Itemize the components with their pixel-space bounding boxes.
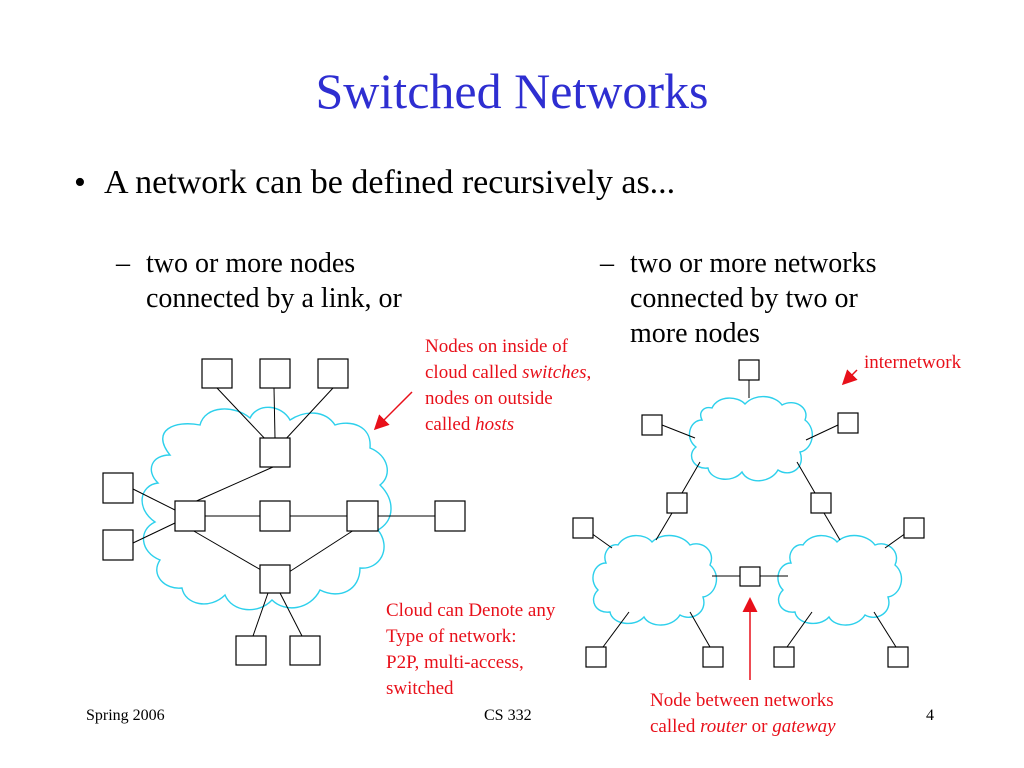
switch-node (259, 437, 291, 468)
note-line: nodes on outside (425, 388, 553, 409)
note-line: called hosts (425, 412, 625, 438)
note-line: cloud called switches, (425, 360, 625, 386)
note-text: , (586, 362, 592, 383)
host-node (702, 646, 724, 668)
footer-page-number: 4 (926, 707, 934, 724)
host-node (773, 646, 795, 668)
host-node (903, 517, 925, 539)
host-node (434, 500, 466, 532)
host-node (887, 646, 909, 668)
internetwork-arrow (841, 369, 858, 386)
switched-network-diagram (102, 358, 466, 666)
network-cloud (777, 534, 903, 626)
slide-title: Switched Networks (315, 63, 709, 119)
sub-dash-right: – (600, 248, 614, 279)
right-links (590, 380, 907, 648)
note-term-hosts: hosts (475, 414, 515, 435)
switch-node (259, 564, 291, 594)
note-text: called (425, 414, 476, 435)
sub-bullet-right: – two or more networks connected by two … (600, 246, 960, 351)
host-node (641, 414, 663, 436)
host-node (837, 412, 859, 434)
note-line: Type of network: (386, 626, 517, 647)
cloud-note: Cloud can Denote any Type of network: P2… (386, 598, 606, 702)
note-text: cloud called (425, 362, 523, 383)
note-line: Nodes on inside of (425, 336, 569, 357)
sub-right-line-1: two or more networks (630, 248, 877, 279)
host-node (585, 646, 607, 668)
switch-node (346, 500, 379, 532)
internetwork-diagram (572, 359, 925, 668)
note-line: called router or gateway (650, 714, 910, 740)
note-text: or (746, 716, 773, 737)
note-term-router: router (700, 716, 747, 737)
sub-bullet-left: – two or more nodes connected by a link,… (116, 246, 476, 316)
host-node (259, 358, 291, 389)
main-bullet-text: A network can be defined recursively as.… (104, 164, 676, 201)
router-node (666, 492, 688, 514)
sub-dash-left: – (116, 248, 130, 279)
host-node (201, 358, 233, 389)
switches-hosts-note: Nodes on inside of cloud called switches… (425, 334, 625, 438)
switches-arrow (373, 391, 413, 431)
host-node (317, 358, 349, 389)
network-cloud (141, 406, 392, 611)
note-line: Cloud can Denote any (386, 600, 556, 621)
router-node (810, 492, 832, 514)
sub-right-line-3: more nodes (630, 318, 760, 349)
note-line: switched (386, 678, 454, 699)
note-line: Node between networks (650, 690, 834, 711)
host-node (738, 359, 760, 381)
note-line: P2P, multi-access, (386, 652, 524, 673)
internetwork-label: internetwork (864, 352, 962, 373)
host-node (572, 517, 594, 539)
network-cloud (592, 534, 718, 626)
note-term-gateway: gateway (772, 716, 836, 737)
sub-right-line-2: connected by two or (630, 283, 858, 314)
main-bullet: • A network can be defined recursively as… (74, 164, 675, 201)
router-note: Node between networks called router or g… (650, 688, 910, 740)
switch-node (174, 500, 206, 532)
router-node (739, 566, 761, 587)
switch-node (259, 500, 291, 532)
host-node (102, 529, 134, 561)
bullet-symbol: • (74, 164, 86, 201)
network-cloud (688, 395, 813, 482)
host-node (102, 472, 134, 504)
footer-course: CS 332 (484, 707, 532, 724)
footer-date: Spring 2006 (86, 707, 165, 724)
sub-left-line-1: two or more nodes (146, 248, 356, 279)
host-node (235, 635, 267, 666)
sub-left-line-2: connected by a link, or (146, 283, 402, 314)
note-text: called (650, 716, 701, 737)
note-term-switches: switches (522, 362, 587, 383)
host-node (289, 635, 321, 666)
